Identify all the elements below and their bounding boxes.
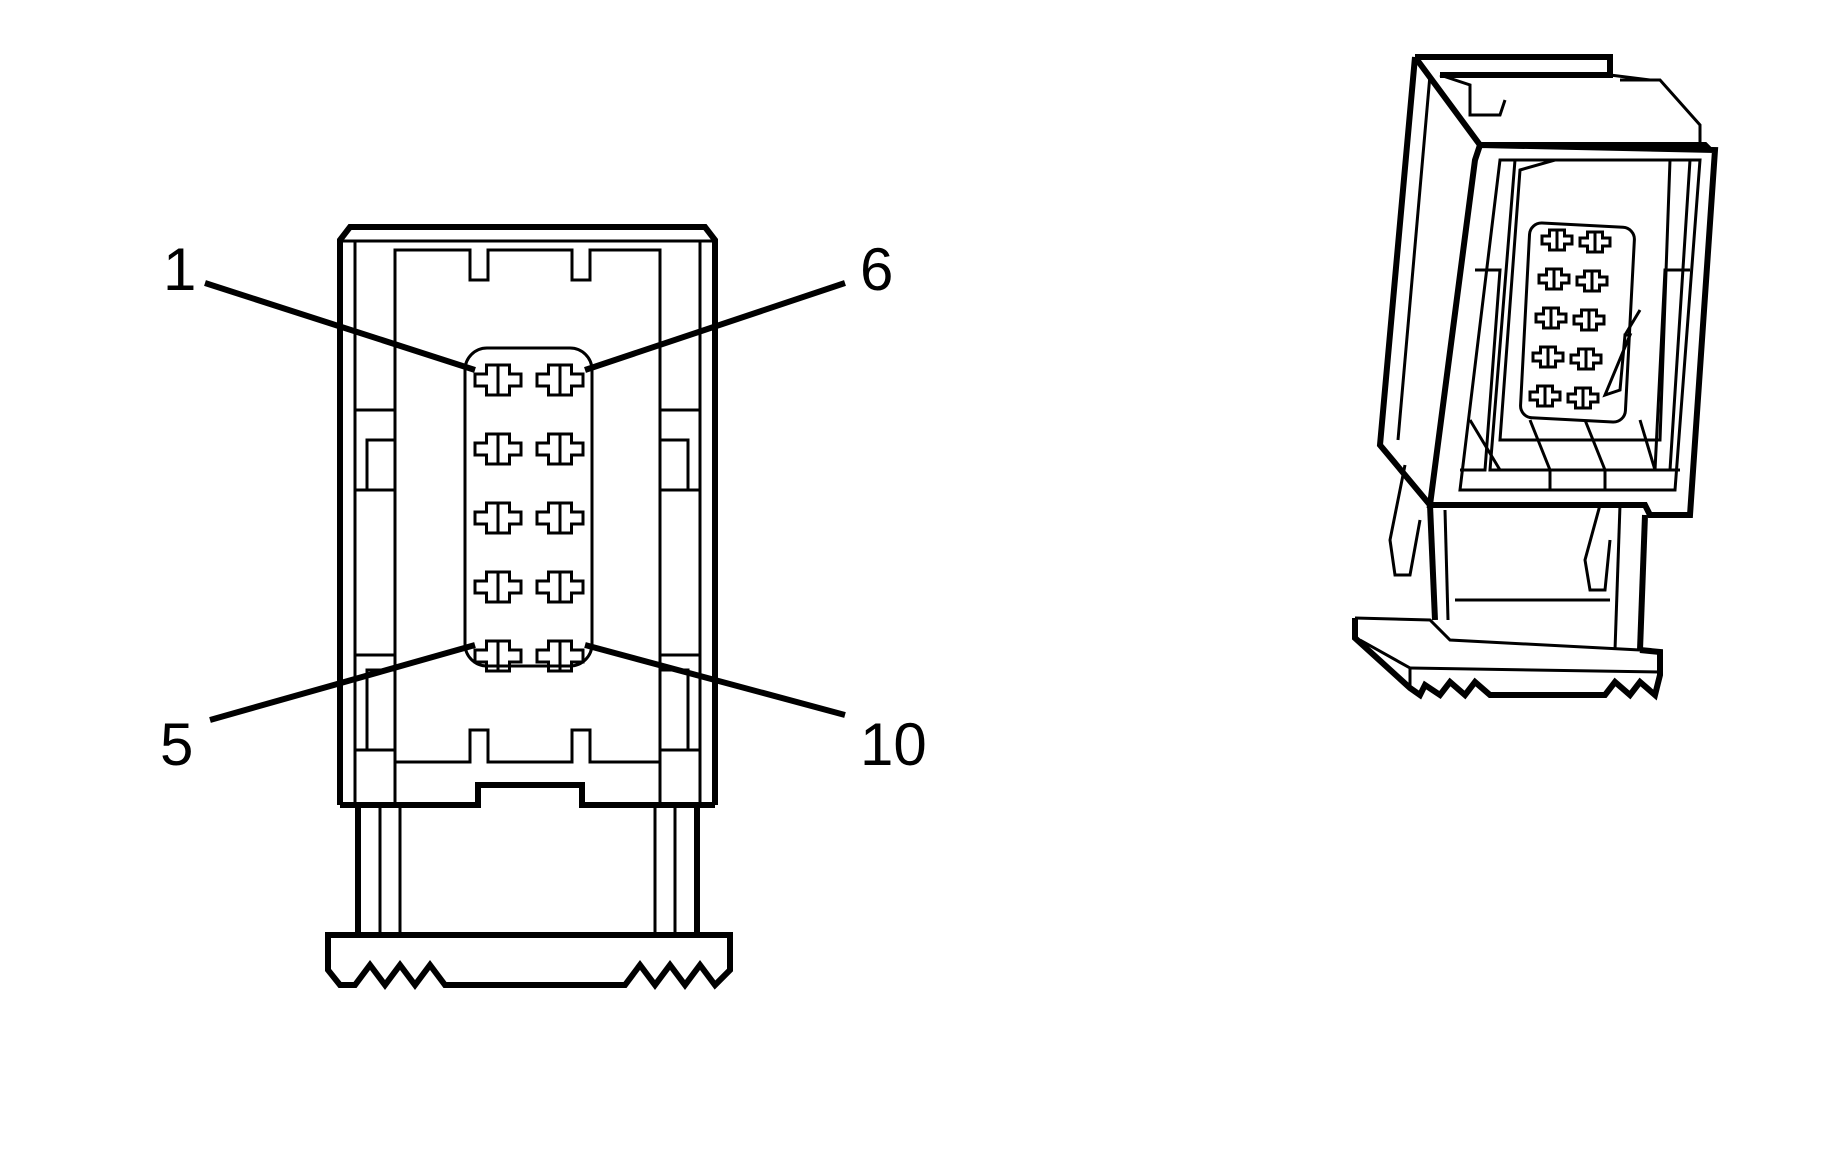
terminal-cavity-pin-7 bbox=[535, 432, 585, 466]
callout-label-pin-5: 5 bbox=[160, 711, 193, 778]
terminal-cavity-pin-5 bbox=[473, 639, 523, 673]
housing-bottom-edge bbox=[340, 782, 715, 808]
connector-lower-guide bbox=[325, 805, 733, 990]
iso-terminal-cavity-7 bbox=[1575, 269, 1609, 293]
callout-line-pin-6 bbox=[584, 280, 846, 373]
right-latch-window bbox=[658, 408, 702, 752]
iso-terminal-cavity-5 bbox=[1528, 384, 1562, 408]
terminal-cavity-pin-8 bbox=[535, 501, 585, 535]
inner-frame bbox=[393, 248, 662, 805]
iso-terminal-cavity-6 bbox=[1578, 230, 1612, 254]
iso-terminal-cavity-10 bbox=[1566, 386, 1600, 410]
left-latch-window bbox=[353, 408, 397, 752]
callout-line-pin-5 bbox=[209, 642, 476, 723]
callout-leaders bbox=[204, 280, 846, 723]
iso-terminal-cavity-1 bbox=[1540, 228, 1574, 252]
iso-terminal-cavity-2 bbox=[1537, 267, 1571, 291]
callout-label-pin-1: 1 bbox=[163, 236, 196, 303]
callout-line-pin-10 bbox=[584, 642, 846, 718]
terminal-cavity-block bbox=[463, 346, 594, 668]
iso-terminal-cavity-3 bbox=[1534, 306, 1568, 330]
terminal-cavity-pin-3 bbox=[473, 501, 523, 535]
isometric-terminal-cavities bbox=[1528, 228, 1612, 410]
terminal-cavity-pin-4 bbox=[473, 570, 523, 604]
housing-outline bbox=[337, 224, 718, 805]
terminal-cavity-pin-2 bbox=[473, 432, 523, 466]
callout-line-pin-1 bbox=[204, 280, 476, 373]
terminal-cavity-pin-9 bbox=[535, 570, 585, 604]
iso-terminal-cavity-8 bbox=[1572, 308, 1606, 332]
iso-terminal-cavity-9 bbox=[1569, 347, 1603, 371]
terminal-cavity-pin-6 bbox=[535, 363, 585, 397]
callout-label-pin-10: 10 bbox=[860, 711, 927, 778]
terminal-cavities bbox=[473, 363, 585, 673]
iso-terminal-cavity-4 bbox=[1531, 345, 1565, 369]
terminal-cavity-pin-10 bbox=[535, 639, 585, 673]
connector-face-view: 1 6 5 10 bbox=[160, 224, 927, 990]
callout-label-pin-6: 6 bbox=[860, 236, 893, 303]
connector-isometric-view bbox=[1352, 54, 1719, 701]
terminal-cavity-pin-1 bbox=[473, 363, 523, 397]
